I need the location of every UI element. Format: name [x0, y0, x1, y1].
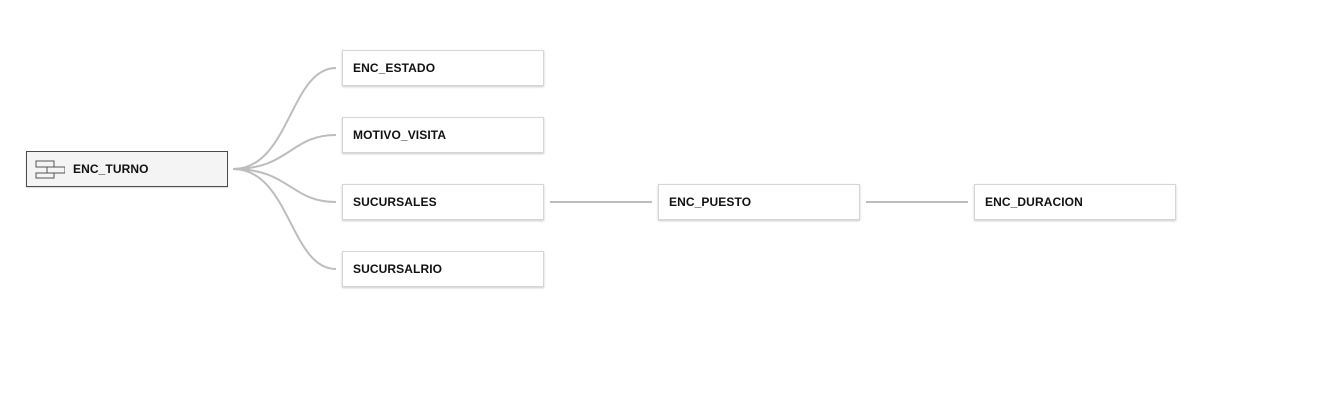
connector-root-sucursalrio	[232, 168, 337, 270]
node-enc-duracion[interactable]: ENC_DURACION	[974, 184, 1176, 220]
node-sucursalrio[interactable]: SUCURSALRIO	[342, 251, 544, 287]
node-sucursales[interactable]: SUCURSALES	[342, 184, 544, 220]
node-motivo-visita[interactable]: MOTIVO_VISITA	[342, 117, 544, 153]
node-label: MOTIVO_VISITA	[353, 128, 447, 142]
node-enc-puesto[interactable]: ENC_PUESTO	[658, 184, 860, 220]
node-label: ENC_ESTADO	[353, 61, 436, 75]
node-enc-turno[interactable]: ENC_TURNO	[26, 151, 228, 187]
node-label: ENC_PUESTO	[669, 195, 752, 209]
node-label: ENC_DURACION	[985, 195, 1083, 209]
component-icon	[35, 160, 65, 179]
node-label: SUCURSALRIO	[353, 262, 443, 276]
connector-root-motivo-visita	[232, 134, 337, 170]
connector-root-enc-estado	[232, 67, 337, 170]
connector-root-sucursales	[232, 168, 337, 203]
node-label: ENC_TURNO	[73, 162, 149, 176]
node-label: SUCURSALES	[353, 195, 437, 209]
node-enc-estado[interactable]: ENC_ESTADO	[342, 50, 544, 86]
